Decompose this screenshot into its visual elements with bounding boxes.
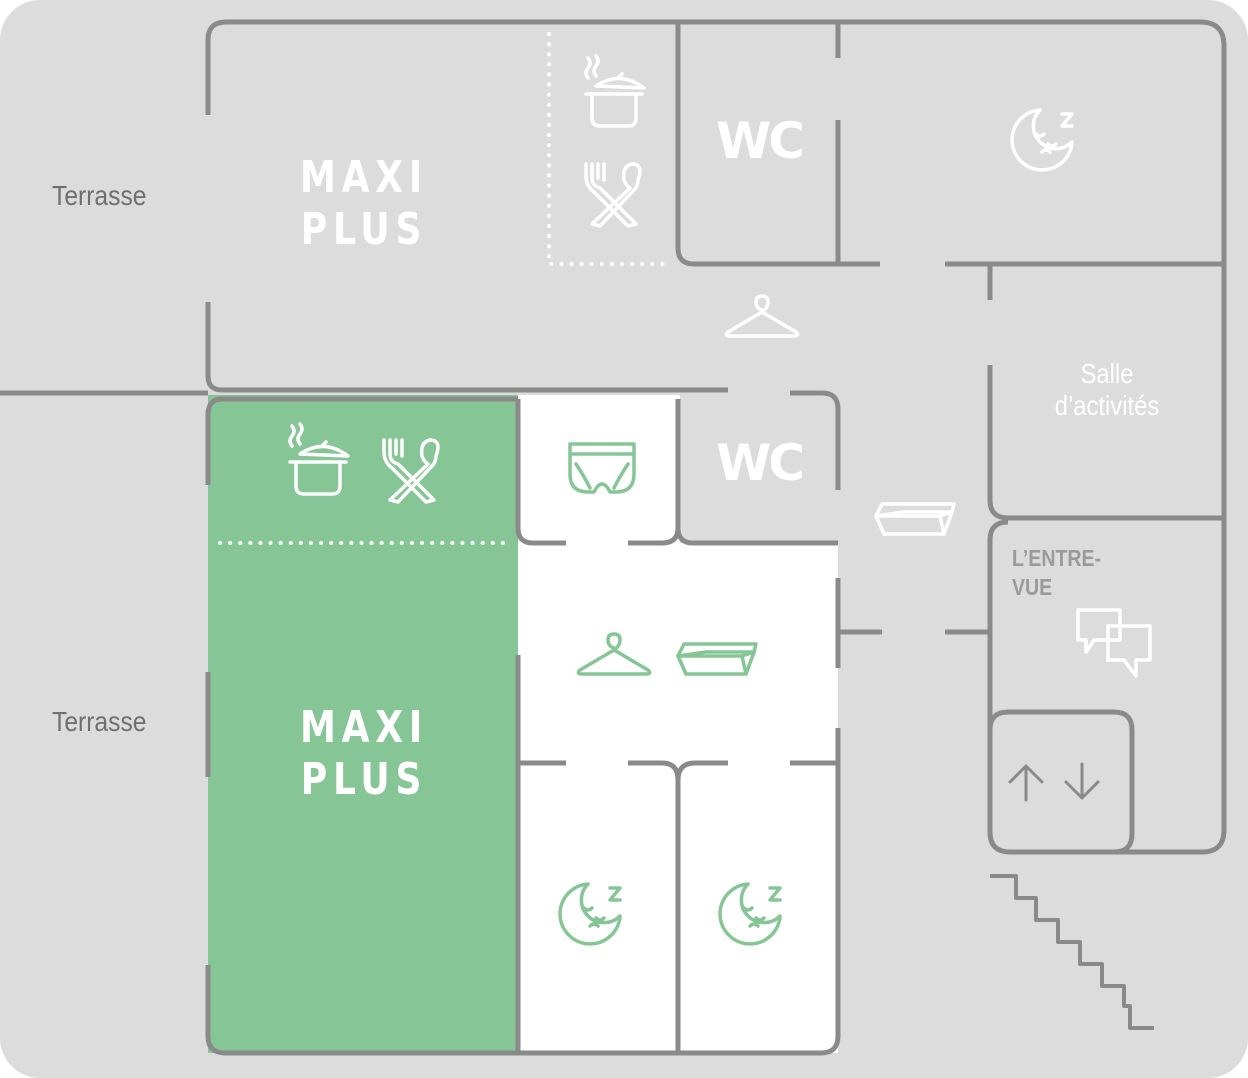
maxi-plus-label-bottom: MAXI PLUS bbox=[299, 702, 429, 805]
wc-label-top: WC bbox=[716, 112, 805, 170]
terrasse-label-bottom: Terrasse bbox=[52, 706, 147, 737]
maxi-plus-highlight-room bbox=[208, 395, 518, 1053]
changing-room bbox=[518, 395, 680, 543]
stairs-icon bbox=[990, 874, 1154, 1030]
wc-label-bottom: WC bbox=[716, 434, 805, 492]
terrasse-label-top: Terrasse bbox=[52, 180, 147, 211]
entre-vue-label: L’ENTRE- VUE bbox=[1012, 545, 1102, 600]
walls bbox=[0, 19, 1227, 1056]
sleep-room-2 bbox=[678, 763, 838, 1053]
sleep-room-1 bbox=[518, 763, 678, 1053]
salle-activites-label: Salle d’activités bbox=[1054, 358, 1160, 421]
maxi-plus-label-top: MAXI PLUS bbox=[299, 152, 429, 255]
